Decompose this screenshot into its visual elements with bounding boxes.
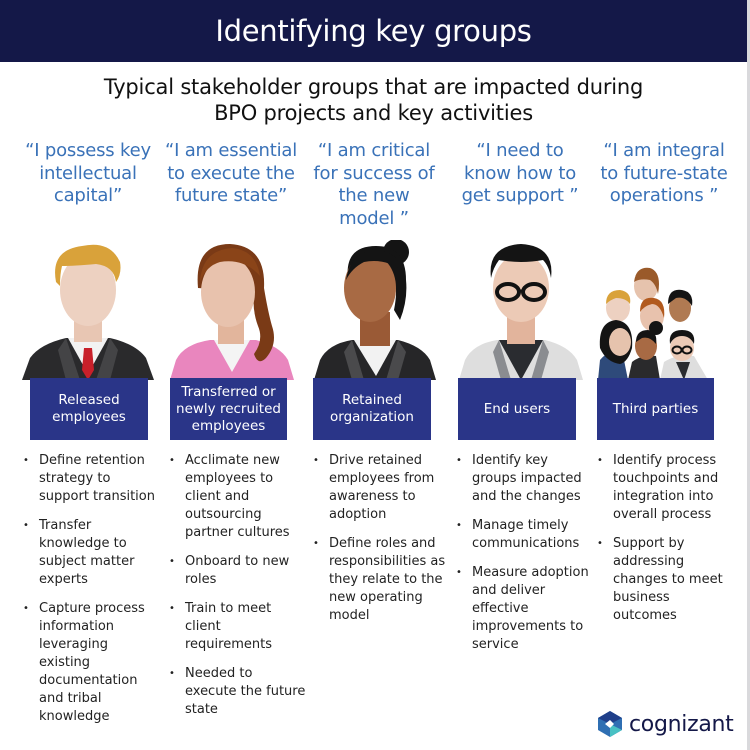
group-label: Transferred or newly recruited employees (170, 378, 287, 440)
cognizant-hexagon-logo-icon (598, 711, 622, 737)
woman-pink-jacket-avatar-icon (170, 244, 294, 380)
group-avatar-icon (598, 267, 708, 380)
activity-item: Identify key groups impacted and the cha… (455, 452, 593, 506)
group-quote: “I need to know how to get support ” (461, 140, 579, 206)
subtitle-line-1: Typical stakeholder groups that are impa… (103, 75, 644, 99)
group-label: Third parties (597, 378, 714, 440)
header-bar: Identifying key groups (0, 0, 747, 62)
activity-item: Capture process information leveraging e… (22, 600, 160, 726)
page-subtitle: Typical stakeholder groups that are impa… (0, 74, 747, 126)
businessman-avatar-icon (22, 244, 154, 380)
subtitle-line-2: BPO projects and key activities (214, 101, 533, 125)
group-label: Retained organization (313, 378, 431, 440)
page-title: Identifying key groups (215, 14, 532, 48)
activity-item: Define retention strategy to support tra… (22, 452, 160, 506)
group-activities-list: Identify process touchpoints and integra… (596, 452, 736, 636)
activity-item: Train to meet client requirements (168, 600, 308, 654)
cognizant-logo: cognizant (596, 710, 734, 738)
activity-item: Identify process touchpoints and integra… (596, 452, 736, 524)
activity-item: Manage timely communications (455, 517, 593, 553)
activity-item: Define roles and responsibilities as the… (312, 535, 450, 625)
activity-item: Support by addressing changes to meet bu… (596, 535, 736, 625)
activity-item: Transfer knowledge to subject matter exp… (22, 517, 160, 589)
group-activities-list: Drive retained employees from awareness … (312, 452, 450, 636)
right-border (747, 0, 750, 750)
group-activities-list: Acclimate new employees to client and ou… (168, 452, 308, 730)
activity-item: Measure adoption and deliver effective i… (455, 564, 593, 654)
logo-text: cognizant (629, 711, 734, 737)
group-quote: “I am essential to execute the future st… (164, 140, 298, 206)
activity-item: Needed to execute the future state (168, 665, 308, 719)
man-glasses-avatar-icon (459, 244, 583, 380)
group-label: End users (458, 378, 576, 440)
group-quote: “I am integral to future-state operation… (600, 140, 728, 206)
group-quote: “I am critical for success of the new mo… (313, 140, 435, 229)
group-label: Released employees (30, 378, 148, 440)
activity-item: Acclimate new employees to client and ou… (168, 452, 308, 542)
group-quote: “I possess key intellectual capital” (25, 140, 151, 206)
activity-item: Drive retained employees from awareness … (312, 452, 450, 524)
group-activities-list: Define retention strategy to support tra… (22, 452, 160, 737)
activity-item: Onboard to new roles (168, 553, 308, 589)
woman-bun-avatar-icon (314, 240, 436, 380)
group-activities-list: Identify key groups impacted and the cha… (455, 452, 593, 665)
